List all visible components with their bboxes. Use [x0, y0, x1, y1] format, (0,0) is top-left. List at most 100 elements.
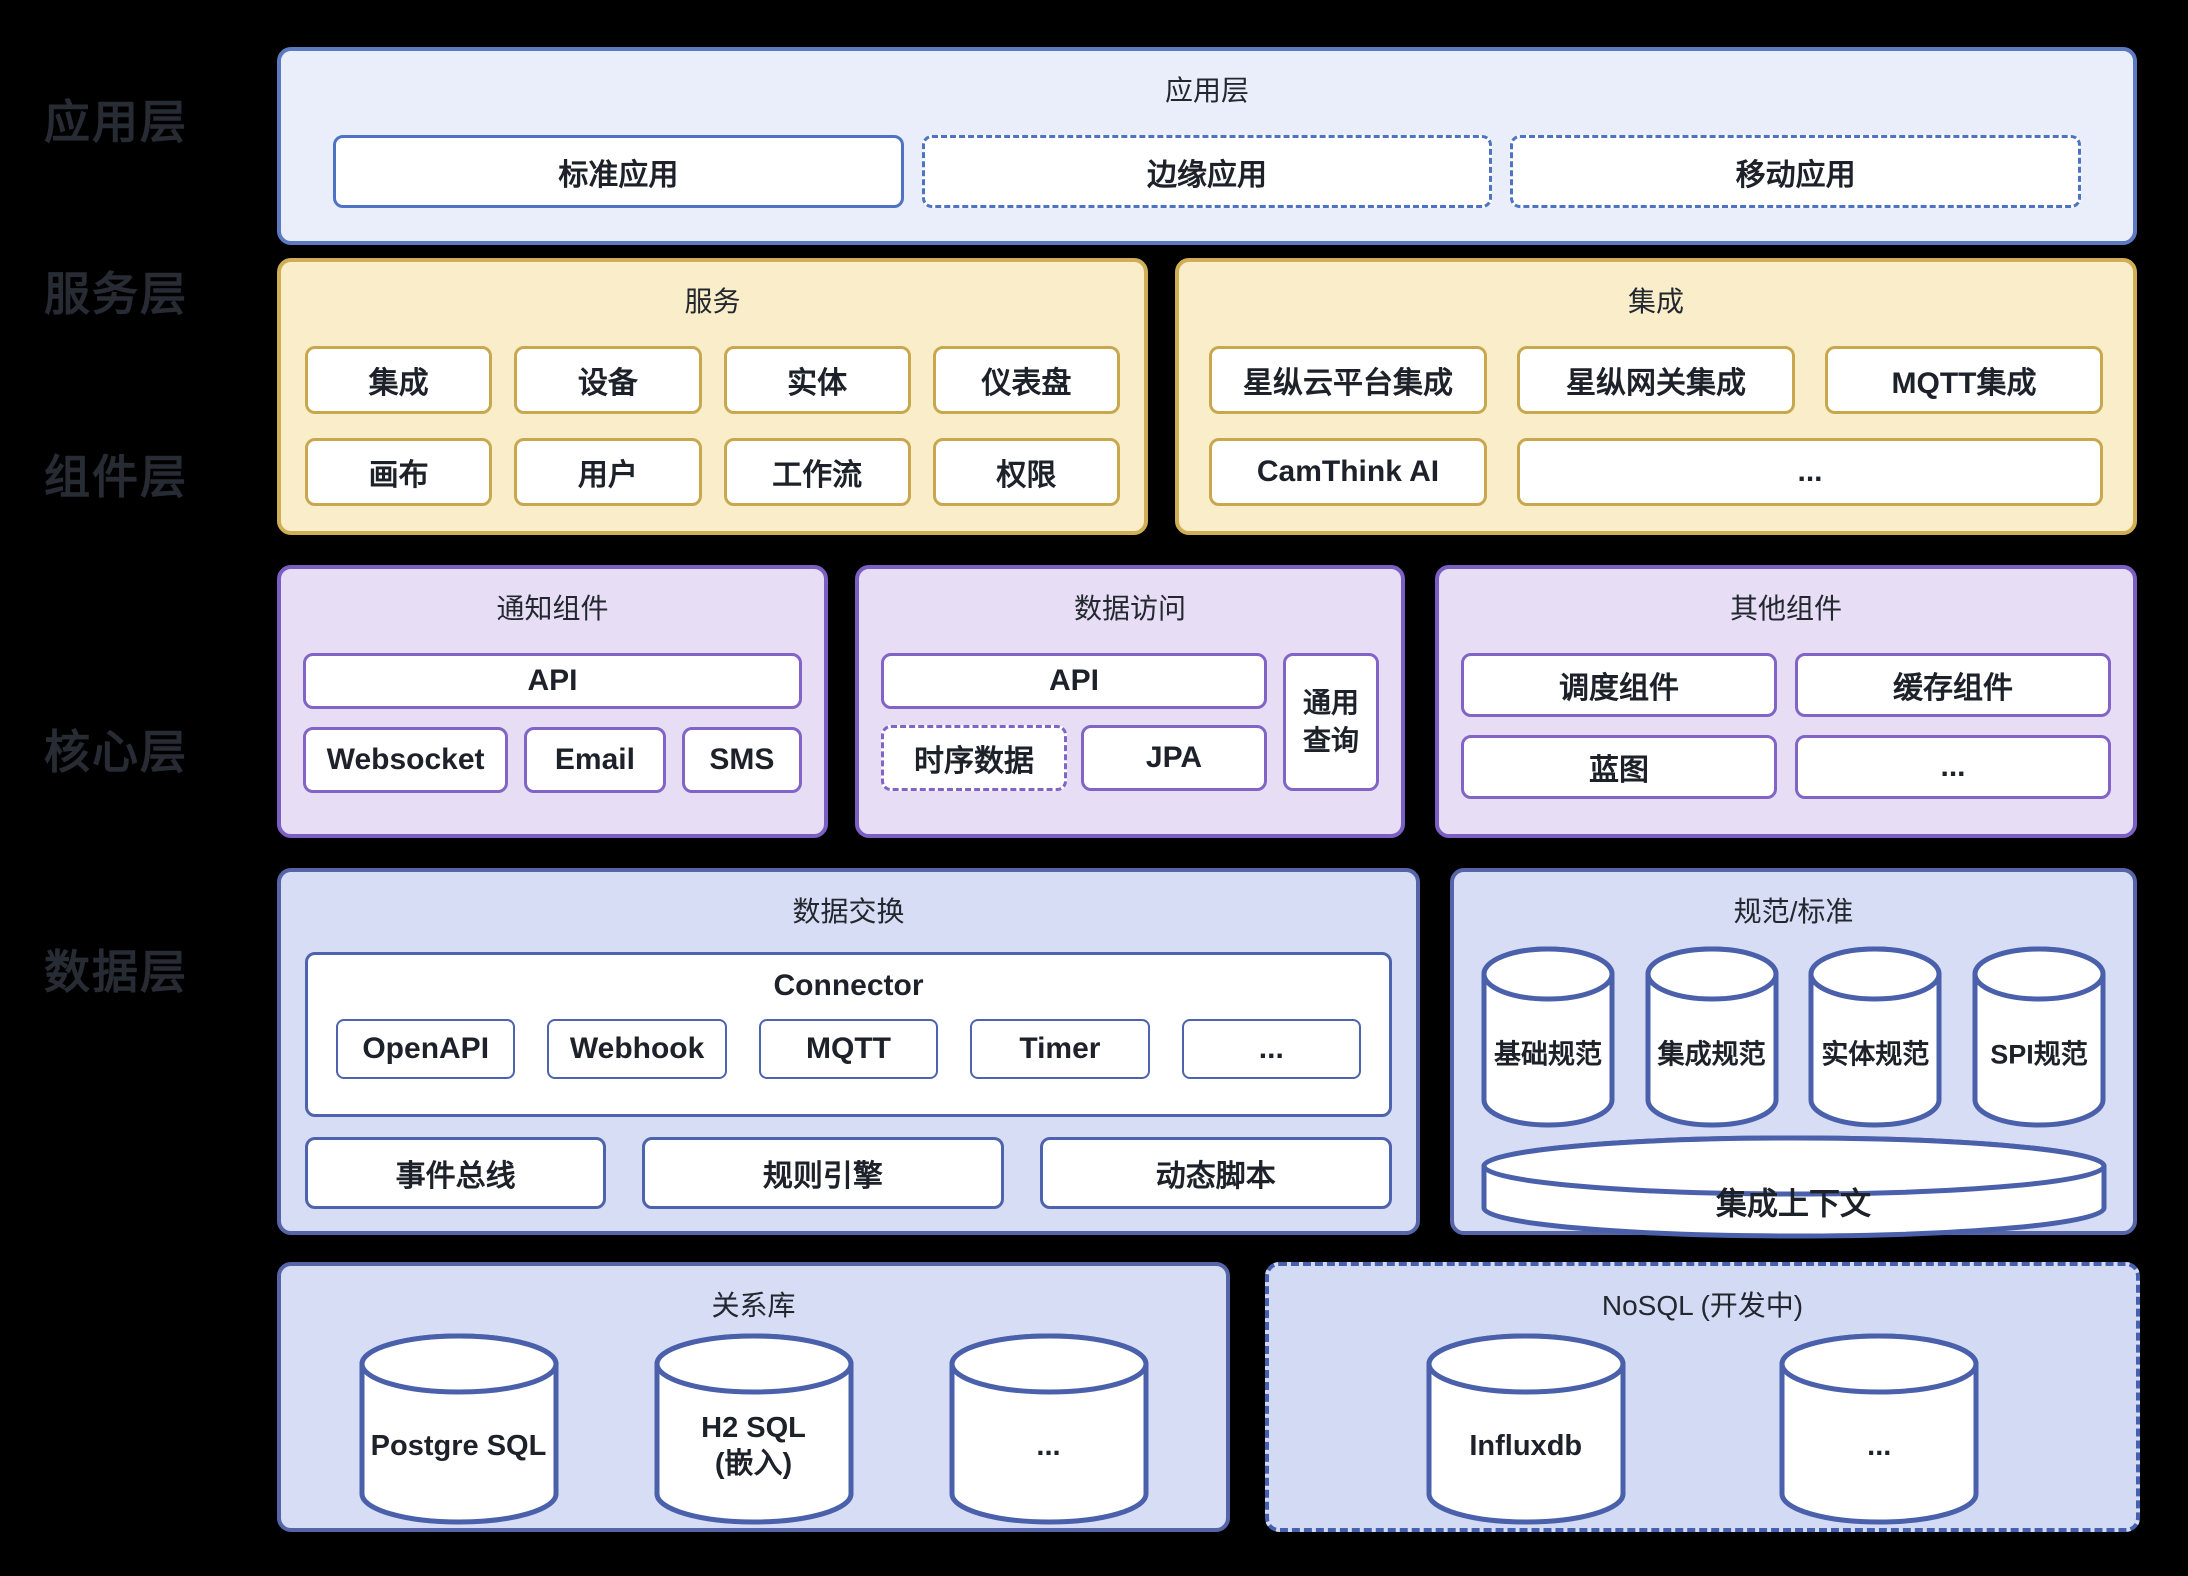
user-box: 用户 [514, 438, 702, 506]
generic-query-box: 通用 查询 [1283, 653, 1379, 791]
relational-cylinders: Postgre SQL H2 SQL (嵌入) ... [311, 1332, 1196, 1528]
data-access-body: API 时序数据 JPA 通用 查询 [881, 653, 1379, 791]
jpa-box: JPA [1081, 725, 1267, 791]
standards-panel: 规范/标准 基础规范 集成规范 [1450, 868, 2137, 1239]
cylinder-shape-icon [1779, 1333, 1979, 1525]
spi-spec-label: SPI规范 [1990, 1039, 2088, 1070]
app-layer-panel: 应用层 标准应用 边缘应用 移动应用 [277, 47, 2137, 245]
base-spec-cylinder: 基础规范 [1478, 944, 1618, 1130]
standards-cylinders: 基础规范 集成规范 实体规范 [1478, 944, 2109, 1130]
more-connector-box: ... [1181, 1019, 1361, 1079]
service-grid: 集成 设备 实体 仪表盘 画布 用户 工作流 权限 [305, 346, 1120, 506]
dashboard-box: 仪表盘 [932, 346, 1120, 414]
permission-box: 权限 [932, 438, 1120, 506]
nosql-db-panel: NoSQL (开发中) Influxdb ... [1265, 1262, 2140, 1532]
data-access-panel: 数据访问 API 时序数据 JPA 通用 查询 [855, 565, 1405, 838]
sms-box: SMS [681, 727, 802, 793]
postgre-sql-label: Postgre SQL [370, 1429, 547, 1462]
cylinder-shape-icon [1645, 946, 1779, 1128]
webhook-box: Webhook [547, 1019, 727, 1079]
notification-component-panel: 通知组件 API Websocket Email SMS [277, 565, 828, 838]
rule-engine-box: 规则引擎 [642, 1137, 1004, 1209]
relational-db-title: 关系库 [711, 1290, 796, 1321]
cylinder-shape-icon [949, 1333, 1148, 1525]
notification-title: 通知组件 [496, 593, 609, 624]
more-components-box: ... [1795, 735, 2111, 799]
side-label-app-layer: 应用层 [44, 96, 188, 148]
email-box: Email [524, 727, 666, 793]
data-exchange-panel: 数据交换 Connector OpenAPI Webhook MQTT Time… [277, 868, 1420, 1235]
app-layer-row: 标准应用 边缘应用 移动应用 [333, 135, 2081, 208]
integration-grid: 星纵云平台集成 星纵网关集成 MQTT集成 CamThink AI ... [1209, 346, 2103, 506]
cylinder-shape-icon [1481, 946, 1615, 1128]
relational-db-panel: 关系库 Postgre SQL H2 SQL (嵌入) [277, 1262, 1230, 1532]
other-components-grid: 调度组件 缓存组件 蓝图 ... [1461, 653, 2111, 799]
cylinder-shape-icon [1426, 1333, 1626, 1525]
cloud-platform-integration-box: 星纵云平台集成 [1209, 346, 1487, 414]
camthink-ai-box: CamThink AI [1209, 438, 1487, 506]
event-bus-box: 事件总线 [305, 1137, 607, 1209]
cylinder-shape-icon [654, 1333, 853, 1525]
nosql-cylinders: Influxdb ... [1349, 1332, 2056, 1528]
data-access-left-column: API 时序数据 JPA [881, 653, 1267, 791]
cylinder-shape-icon [1972, 946, 2106, 1128]
integration-group-title: 集成 [1627, 286, 1684, 317]
timer-box: Timer [970, 1019, 1150, 1079]
notification-api-box: API [303, 653, 802, 709]
side-label-service-layer: 服务层 [44, 268, 188, 320]
h2-sql-cylinder: H2 SQL (嵌入) [650, 1332, 858, 1528]
relational-more-cylinder: ... [945, 1332, 1153, 1528]
more-integration-box: ... [1517, 438, 2103, 506]
cache-component-box: 缓存组件 [1795, 653, 2111, 717]
side-label-core-layer: 核心层 [44, 726, 188, 778]
nosql-db-title: NoSQL (开发中) [1601, 1290, 1804, 1321]
data-access-title: 数据访问 [1073, 593, 1186, 624]
nosql-more-label: ... [1867, 1429, 1892, 1462]
nosql-more-cylinder: ... [1775, 1332, 1983, 1528]
postgre-sql-cylinder: Postgre SQL [355, 1332, 563, 1528]
service-group-title: 服务 [684, 286, 741, 317]
influxdb-label: Influxdb [1469, 1429, 1583, 1462]
mqtt-integration-box: MQTT集成 [1825, 346, 2103, 414]
blueprint-box: 蓝图 [1461, 735, 1777, 799]
openapi-box: OpenAPI [336, 1019, 516, 1079]
cylinder-shape-icon [1481, 1135, 2106, 1239]
influxdb-cylinder: Influxdb [1422, 1332, 1630, 1528]
connector-panel: Connector OpenAPI Webhook MQTT Timer ... [305, 952, 1392, 1117]
websocket-box: Websocket [303, 727, 509, 793]
mqtt-box: MQTT [758, 1019, 939, 1079]
base-spec-label: 基础规范 [1494, 1039, 1602, 1070]
edge-app-box: 边缘应用 [921, 135, 1493, 208]
data-access-api-box: API [881, 653, 1267, 709]
integration-context-label: 集成上下文 [1716, 1186, 1871, 1222]
connector-title: Connector [773, 969, 924, 1002]
relational-more-label: ... [1036, 1429, 1061, 1462]
spi-spec-cylinder: SPI规范 [1969, 944, 2109, 1130]
other-components-panel: 其他组件 调度组件 缓存组件 蓝图 ... [1435, 565, 2137, 838]
app-layer-title: 应用层 [1164, 75, 1249, 106]
connector-row: OpenAPI Webhook MQTT Timer ... [336, 1019, 1361, 1079]
cylinder-shape-icon [359, 1333, 558, 1525]
integration-group-panel: 集成 星纵云平台集成 星纵网关集成 MQTT集成 CamThink AI ... [1175, 258, 2137, 535]
core-bottom-row: 事件总线 规则引擎 动态脚本 [305, 1137, 1392, 1209]
entity-spec-label: 实体规范 [1821, 1039, 1930, 1070]
device-box: 设备 [514, 346, 702, 414]
integration-box: 集成 [305, 346, 493, 414]
integration-spec-cylinder: 集成规范 [1642, 944, 1782, 1130]
integration-context-cylinder: 集成上下文 [1474, 1134, 2114, 1242]
canvas-box: 画布 [305, 438, 493, 506]
standards-title: 规范/标准 [1733, 896, 1854, 927]
side-label-data-layer: 数据层 [44, 946, 188, 998]
h2-sql-label: H2 SQL (嵌入) [701, 1411, 806, 1480]
data-exchange-title: 数据交换 [792, 896, 905, 927]
gateway-integration-box: 星纵网关集成 [1517, 346, 1795, 414]
entity-box: 实体 [723, 346, 911, 414]
scheduler-component-box: 调度组件 [1461, 653, 1777, 717]
integration-spec-label: 集成规范 [1657, 1039, 1766, 1070]
notification-row: Websocket Email SMS [303, 727, 802, 793]
side-label-component-layer: 组件层 [44, 451, 188, 503]
standard-app-box: 标准应用 [333, 135, 904, 208]
entity-spec-cylinder: 实体规范 [1805, 944, 1945, 1130]
timeseries-data-box: 时序数据 [881, 725, 1067, 791]
